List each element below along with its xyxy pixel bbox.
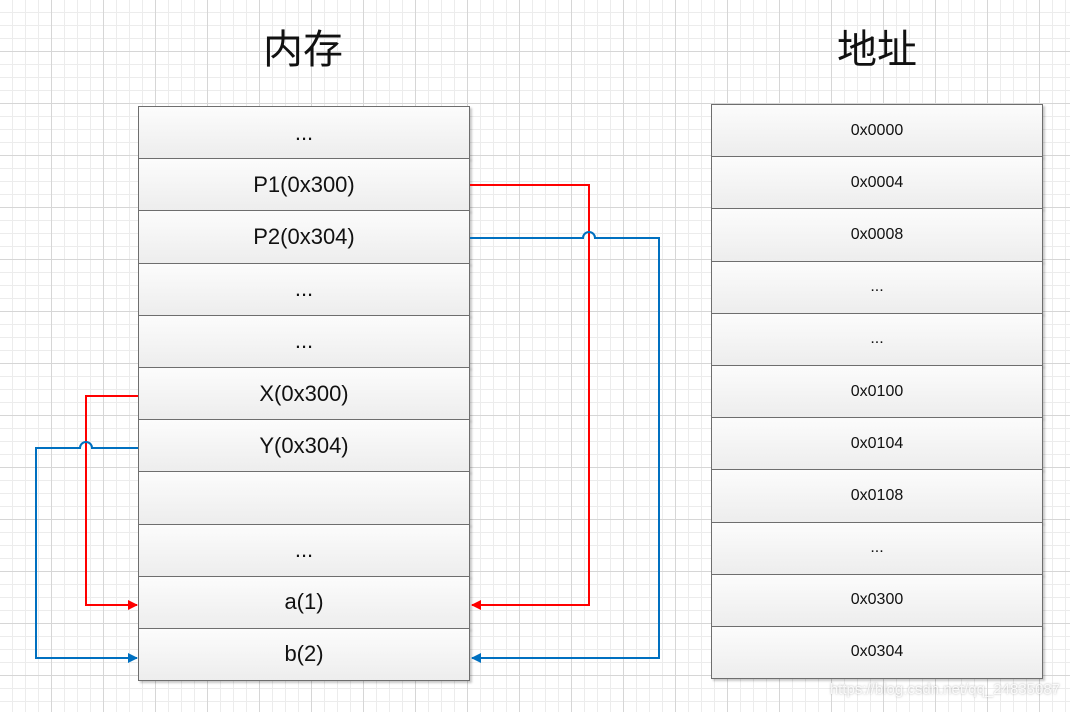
memory-cell: ... [138,523,470,577]
memory-cell-p2: P2(0x304) [138,210,470,264]
memory-cell-a: a(1) [138,575,470,629]
address-cell: 0x0304 [711,625,1043,680]
address-column: 0x0000 0x0004 0x0008 ... ... 0x0100 0x01… [711,104,1043,680]
y-to-b-arrow [35,441,138,663]
memory-heading: 内存 [263,27,343,73]
address-heading: 地址 [837,27,917,73]
memory-cell-x: X(0x300) [138,366,470,421]
p2-to-b-arrow [470,231,660,663]
address-cell: 0x0300 [711,573,1043,627]
memory-column: ... P1(0x300) P2(0x304) ... ... X(0x300)… [138,106,470,682]
watermark: https://blog.csdn.net/qq_24835087 [829,681,1060,698]
memory-cell-p1: P1(0x300) [138,158,470,212]
address-cell: 0x0008 [711,208,1043,262]
memory-cell-b: b(2) [138,627,470,682]
address-cell: 0x0000 [711,104,1043,158]
memory-cell-y: Y(0x304) [138,419,470,473]
address-cell: 0x0104 [711,417,1043,471]
address-cell: ... [711,312,1043,366]
address-cell: ... [711,521,1043,575]
x-to-a-arrow [85,395,138,610]
p1-to-a-arrow [470,184,590,610]
memory-cell-empty [138,471,470,525]
address-cell: ... [711,260,1043,314]
address-cell: 0x0108 [711,469,1043,523]
